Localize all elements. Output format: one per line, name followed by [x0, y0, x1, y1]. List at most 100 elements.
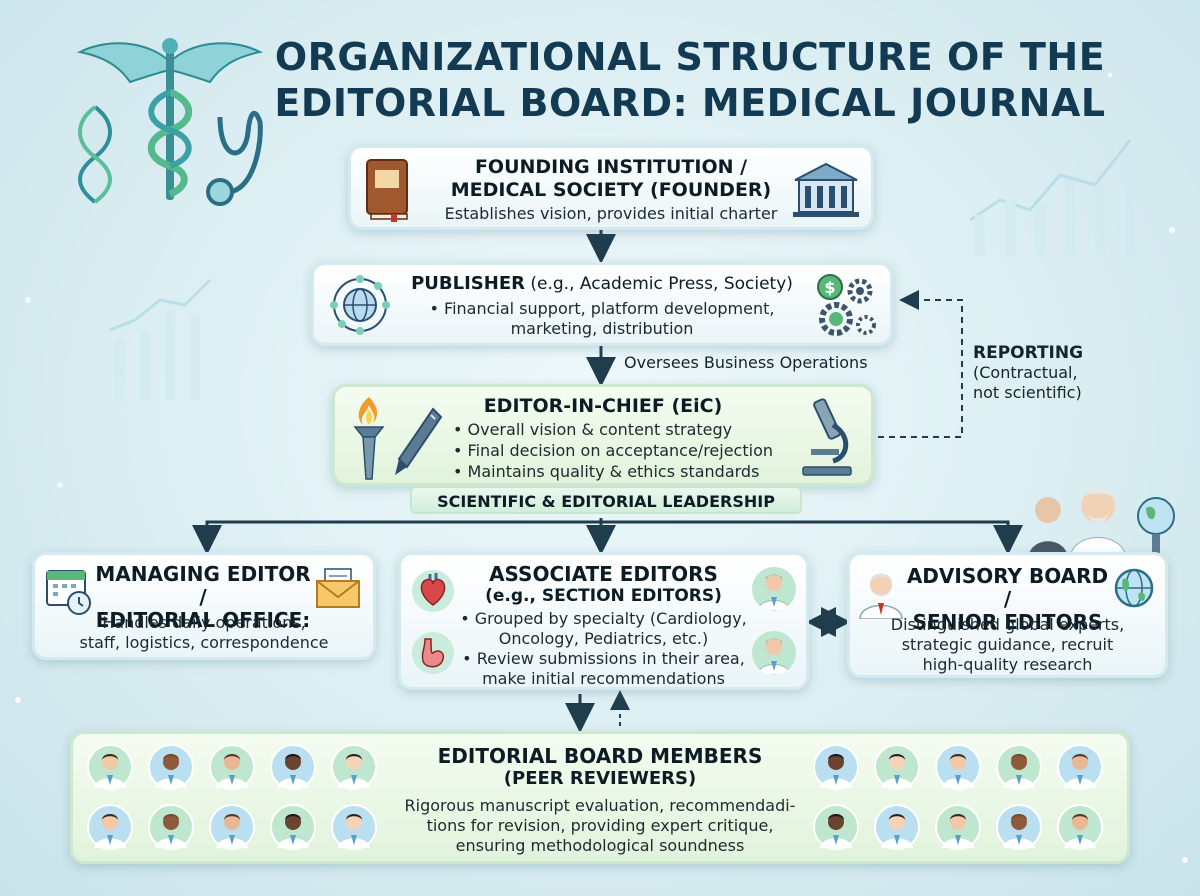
- reviewer-avatar-icon: [87, 744, 133, 790]
- microscope-icon: [797, 395, 857, 479]
- managing-title-line-1: MANAGING EDITOR /: [95, 562, 311, 609]
- reviewer-avatar-icon: [87, 804, 133, 850]
- associate-bullet-2-cont: make initial recommendations: [482, 669, 725, 688]
- reviewer-avatar-icon: [331, 804, 377, 850]
- svg-text:$: $: [824, 278, 835, 297]
- reviewer-avatar-icon: [1057, 744, 1103, 790]
- eic-box: EDITOR-IN-CHIEF (EiC) • Overall vision &…: [332, 384, 874, 486]
- board-title-line-2: (PEER REVIEWERS): [503, 768, 697, 789]
- eic-title: EDITOR-IN-CHIEF (EiC): [483, 395, 723, 417]
- doctor-avatar-icon: [752, 631, 796, 675]
- board-desc-line-1: Rigorous manuscript evaluation, recommen…: [404, 796, 796, 815]
- reporting-label: REPORTING (Contractual, not scientific): [973, 343, 1083, 403]
- publisher-description: • Financial support, platform developmen…: [394, 299, 810, 339]
- founder-title-line-1: FOUNDING INSTITUTION /: [474, 156, 748, 178]
- advisory-desc-line-2: strategic guidance, recruit: [901, 635, 1114, 654]
- publisher-title-rest: (e.g., Academic Press, Society): [524, 274, 793, 294]
- founder-description: Establishes vision, provides initial cha…: [444, 204, 778, 223]
- background-bar-chart: [109, 278, 212, 400]
- advisory-title-line-2: SENIOR EDITORS: [912, 610, 1103, 634]
- reviewer-avatar-icon: [813, 744, 859, 790]
- reporting-line-2: not scientific): [973, 383, 1082, 402]
- institution-building-icon: [791, 160, 861, 218]
- reviewer-avatar-icon: [148, 744, 194, 790]
- founder-title: FOUNDING INSTITUTION / MEDICAL SOCIETY (…: [411, 156, 811, 202]
- reviewer-avatars-right: [813, 744, 1113, 858]
- advisory-desc-line-1: Distinguished global experts,: [890, 615, 1125, 634]
- eic-bullet-2: • Final decision on acceptance/rejection: [453, 441, 773, 460]
- reviewer-avatar-icon: [209, 804, 255, 850]
- reviewer-avatar-icon: [996, 804, 1042, 850]
- associate-bullets: • Grouped by specialty (Cardiology, Onco…: [457, 609, 750, 689]
- board-desc-line-2: tions for revision, providing expert cri…: [426, 816, 774, 835]
- page-title: ORGANIZATIONAL STRUCTURE OF THE EDITORIA…: [250, 34, 1130, 126]
- editorial-board-box: EDITORIAL BOARD MEMBERS (PEER REVIEWERS)…: [70, 731, 1130, 864]
- calendar-clock-icon: [45, 565, 93, 615]
- reviewer-avatar-icon: [935, 804, 981, 850]
- reviewer-avatar-icon: [935, 744, 981, 790]
- associate-title-line-2: (e.g., SECTION EDITORS): [485, 586, 722, 606]
- reviewer-avatar-icon: [813, 804, 859, 850]
- reviewer-avatar-icon: [270, 744, 316, 790]
- reviewer-avatar-icon: [1057, 804, 1103, 850]
- reporting-title: REPORTING: [973, 343, 1084, 363]
- advisory-title-line-1: ADVISORY BOARD /: [906, 564, 1109, 611]
- publisher-desc-line-1: • Financial support, platform developmen…: [429, 299, 775, 318]
- caduceus-dna-stethoscope-emblem: [70, 22, 270, 212]
- money-gears-icon: $: [812, 271, 878, 341]
- managing-desc-line-1: Handles daily operations,: [102, 613, 306, 632]
- doctor-avatar-icon: [752, 567, 796, 611]
- publisher-title-bold: PUBLISHER: [411, 273, 525, 294]
- eic-bullets: • Overall vision & content strategy • Fi…: [453, 419, 773, 482]
- board-desc-line-3: ensuring methodological soundness: [455, 836, 745, 855]
- reporting-line-1: (Contractual,: [973, 363, 1078, 382]
- founder-title-line-2: MEDICAL SOCIETY (FOUNDER): [450, 179, 772, 201]
- associate-title-line-1: ASSOCIATE EDITORS: [489, 562, 718, 586]
- board-title: EDITORIAL BOARD MEMBERS (PEER REVIEWERS): [393, 744, 807, 790]
- globe-network-icon: [328, 273, 392, 337]
- book-icon: [363, 156, 411, 222]
- managing-editor-title: MANAGING EDITOR / EDITORIAL OFFICE:: [95, 563, 311, 632]
- publisher-desc-line-2: marketing, distribution: [510, 319, 694, 338]
- advisory-board-box: ADVISORY BOARD / SENIOR EDITORS Distingu…: [847, 552, 1168, 678]
- background-trend-chart: [969, 139, 1135, 255]
- associate-editors-box: ASSOCIATE EDITORS (e.g., SECTION EDITORS…: [398, 552, 809, 690]
- managing-title-line-2: EDITORIAL OFFICE:: [95, 608, 311, 632]
- associate-title: ASSOCIATE EDITORS (e.g., SECTION EDITORS…: [457, 563, 750, 607]
- eic-bullet-3: • Maintains quality & ethics standards: [453, 462, 760, 481]
- managing-editor-description: Handles daily operations, staff, logisti…: [45, 613, 363, 653]
- heart-icon: [411, 569, 455, 613]
- founder-box: FOUNDING INSTITUTION / MEDICAL SOCIETY (…: [348, 145, 874, 230]
- envelope-icon: [315, 567, 361, 609]
- associate-board-arrows: [565, 690, 630, 733]
- eic-branch-connector: [192, 518, 1023, 555]
- associate-bullet-2: • Review submissions in their area,: [462, 649, 745, 668]
- globe-icon: [1113, 567, 1155, 609]
- managing-desc-line-2: staff, logistics, correspondence: [79, 633, 329, 652]
- title-line-2: EDITORIAL BOARD: MEDICAL JOURNAL: [274, 81, 1106, 125]
- reviewer-avatar-icon: [270, 804, 316, 850]
- pen-icon: [393, 405, 443, 477]
- reviewer-avatar-icon: [148, 804, 194, 850]
- leadership-banner: SCIENTIFIC & EDITORIAL LEADERSHIP: [410, 486, 802, 514]
- associate-bullet-1: • Grouped by specialty (Cardiology,: [460, 609, 747, 628]
- advisory-desc-line-3: high-quality research: [922, 655, 1093, 674]
- reviewer-avatar-icon: [331, 744, 377, 790]
- reviewer-avatar-icon: [996, 744, 1042, 790]
- reviewer-avatar-icon: [209, 744, 255, 790]
- eic-bullet-1: • Overall vision & content strategy: [453, 420, 733, 439]
- board-title-line-1: EDITORIAL BOARD MEMBERS: [437, 744, 763, 768]
- oversees-label: Oversees Business Operations: [624, 353, 868, 372]
- title-line-1: ORGANIZATIONAL STRUCTURE OF THE: [274, 35, 1106, 79]
- publisher-box: PUBLISHER (e.g., Academic Press, Society…: [311, 262, 893, 346]
- senior-experts-illustration: [1028, 480, 1178, 560]
- senior-doctor-icon: [858, 567, 904, 619]
- advisory-description: Distinguished global experts, strategic …: [860, 615, 1155, 675]
- torch-icon: [349, 393, 389, 483]
- reviewer-avatar-icon: [874, 744, 920, 790]
- reviewer-avatar-icon: [874, 804, 920, 850]
- associate-bullet-1-cont: Oncology, Pediatrics, etc.): [498, 629, 709, 648]
- advisory-title: ADVISORY BOARD / SENIOR EDITORS: [902, 565, 1113, 634]
- board-description: Rigorous manuscript evaluation, recommen…: [373, 796, 827, 856]
